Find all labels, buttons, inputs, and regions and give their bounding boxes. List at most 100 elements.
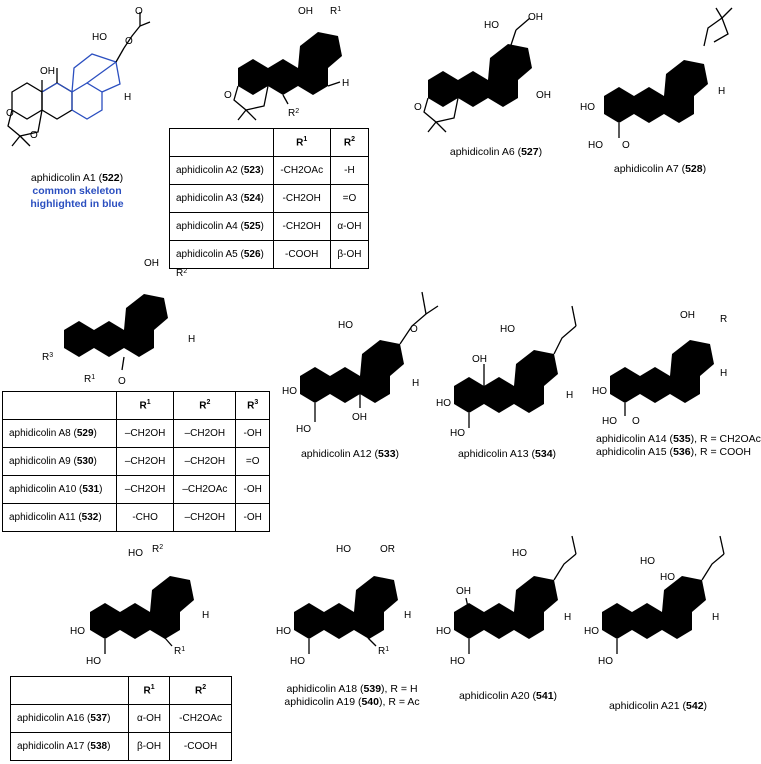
a6-oh-label: OH [528, 12, 543, 23]
a20-ho3-label: HO [450, 656, 465, 667]
table-row: aphidicolin A3 (524) -CH2OH=O [169, 184, 370, 213]
structure-a14-a15: OH R HO HO O H [592, 310, 727, 427]
a21-ho3-label: HO [584, 626, 599, 637]
a8-r1-label: R1 [84, 374, 95, 386]
a12-o-label: O [410, 324, 418, 335]
a16-r1-label: R1 [174, 646, 185, 658]
a16-ho-label: HO [128, 548, 143, 559]
a16-ho2-label: HO [70, 626, 85, 637]
a1-o-label: O [125, 36, 133, 47]
a1-oh-label: OH [40, 66, 55, 77]
a7-ho2-label: HO [588, 140, 603, 151]
table-row: aphidicolin A16 (537) α-OH-CH2OAc [10, 704, 232, 733]
a6-caption: aphidicolin A6 (527) [449, 146, 543, 158]
a1-note1: common skeleton [32, 185, 122, 197]
table3-header-r2: R2 [169, 676, 232, 705]
a12-h-label: H [412, 378, 419, 389]
a21-ho4-label: HO [598, 656, 613, 667]
a18-or-label: OR [380, 544, 395, 555]
a12-ho2-label: HO [282, 386, 297, 397]
a14-caption: aphidicolin A14 (535), R = CH2OAc [596, 433, 761, 445]
a8-r3-label: R3 [42, 352, 53, 364]
a2-oh-label: OH [298, 6, 313, 17]
a8-o-label: O [118, 376, 126, 387]
a1-o4-label: O [30, 130, 38, 141]
a20-oh-label: OH [456, 586, 471, 597]
a18-r1-label: R1 [378, 646, 389, 658]
a7-caption: aphidicolin A7 (528) [613, 163, 707, 175]
structure-a6: HO OH OH O [414, 12, 551, 133]
a7-ho-label: HO [580, 102, 595, 113]
structure-a13: HO OH HO HO H [436, 305, 577, 439]
a14-h-label: H [720, 368, 727, 379]
structure-a7: HO HO O H [580, 7, 733, 151]
table1-header-r1: R1 [272, 128, 331, 157]
a12-oh-label: OH [352, 412, 367, 423]
a21-caption: aphidicolin A21 (542) [608, 700, 708, 712]
table2-header-r2: R2 [173, 391, 237, 420]
a1-o3-label: O [6, 108, 14, 119]
structure-a1: OH HO O O H O O [6, 6, 151, 147]
structure-a8-a11: OH R2 R3 R1 O H [42, 258, 195, 387]
a8-r2-label: R2 [176, 268, 187, 280]
a8-h-label: H [188, 334, 195, 345]
table-row: aphidicolin A2 (523) -CH2OAc-H [169, 156, 370, 185]
a12-caption: aphidicolin A12 (533) [300, 448, 400, 460]
a21-ho-label: HO [640, 556, 655, 567]
a2-r2-label: R2 [288, 108, 299, 120]
a13-ho2-label: HO [436, 398, 451, 409]
a21-ho2-label: HO [660, 572, 675, 583]
structure-a21: HO HO HO HO H [584, 535, 725, 667]
table-a2-a5: R1 R2 aphidicolin A2 (523) -CH2OAc-H aph… [169, 128, 370, 269]
a18-caption: aphidicolin A18 (539), R = H [286, 683, 418, 695]
structure-a18-a19: HO OR HO HO R1 H [276, 544, 411, 667]
a21-h-label: H [712, 612, 719, 623]
a1-note2: highlighted in blue [30, 198, 124, 210]
a14-ho2-label: HO [602, 416, 617, 427]
a6-oh2-label: OH [536, 90, 551, 101]
table-a8-a11: R1 R2 R3 aphidicolin A8 (529) –CH2OH–CH2… [2, 391, 270, 532]
a2-h-label: H [342, 78, 349, 89]
a20-ho2-label: HO [436, 626, 451, 637]
a13-oh-label: OH [472, 354, 487, 365]
structure-a16-a17: HO R2 HO HO R1 H [70, 544, 209, 668]
a6-ho-label: HO [484, 20, 499, 31]
a13-ho3-label: HO [450, 428, 465, 439]
a1-o2-label: O [135, 6, 143, 17]
a8-oh-label: OH [144, 258, 159, 269]
a20-ho-label: HO [512, 548, 527, 559]
table-row: aphidicolin A9 (530) –CH2OH–CH2OH=O [2, 447, 270, 476]
structure-a12: HO O HO HO OH H [282, 291, 439, 435]
a14-o-label: O [632, 416, 640, 427]
a13-h-label: H [566, 390, 573, 401]
a1-ho-label: HO [92, 32, 107, 43]
a13-ho-label: HO [500, 324, 515, 335]
a19-caption: aphidicolin A19 (540), R = Ac [284, 696, 420, 708]
a15-caption: aphidicolin A15 (536), R = COOH [596, 446, 751, 458]
a16-ho3-label: HO [86, 656, 101, 667]
a13-caption: aphidicolin A13 (534) [457, 448, 557, 460]
table-a16-a17: R1 R2 aphidicolin A16 (537) α-OH-CH2OAc … [10, 676, 232, 761]
table-row: aphidicolin A17 (538) β-OH-COOH [10, 732, 232, 761]
table-row: aphidicolin A11 (532) -CHO–CH2OH-OH [2, 503, 270, 532]
a1-h-label: H [124, 92, 131, 103]
a18-ho3-label: HO [290, 656, 305, 667]
a7-o-label: O [622, 140, 630, 151]
table1-header-name [169, 128, 274, 157]
a6-o-label: O [414, 102, 422, 113]
structure-a20: OH HO HO HO H [436, 535, 577, 667]
a18-h-label: H [404, 610, 411, 621]
a2-r1-label: R1 [330, 6, 341, 18]
structure-a2-a5: OH R1 R2 H O [224, 6, 349, 121]
a18-ho-label: HO [336, 544, 351, 555]
a7-h-label: H [718, 86, 725, 97]
table-row: aphidicolin A10 (531) –CH2OH–CH2OAc-OH [2, 475, 270, 504]
table-row: aphidicolin A8 (529) –CH2OH–CH2OH-OH [2, 419, 270, 448]
a12-ho3-label: HO [296, 424, 311, 435]
a12-ho-label: HO [338, 320, 353, 331]
table2-header-r1: R1 [115, 391, 175, 420]
table2-header-r3: R3 [235, 391, 270, 420]
a14-ho-label: HO [592, 386, 607, 397]
